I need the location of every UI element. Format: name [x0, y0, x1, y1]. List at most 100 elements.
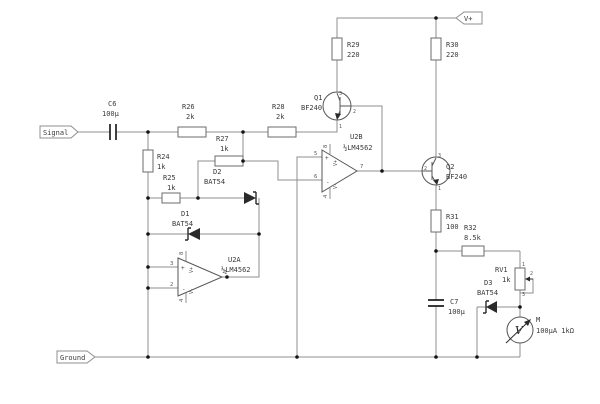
potentiometer-body — [514, 267, 526, 291]
ref-label: D2 — [213, 168, 221, 176]
ref-label: RV1 — [495, 266, 508, 274]
ref-label: U2B — [350, 133, 363, 141]
pin-label-vp: 8 — [323, 145, 329, 148]
value-label: 1k — [167, 184, 176, 192]
pin-label-vn: 4 — [179, 298, 185, 302]
pin-label-inn: 2 — [170, 282, 173, 288]
value-label: 1k — [220, 145, 229, 153]
value-label: ½LM4562 — [343, 144, 373, 152]
vplus-label: V+ — [464, 15, 472, 23]
ref-label: R25 — [163, 174, 176, 182]
signal-label: Signal — [43, 129, 68, 137]
opamp-symbol — [321, 149, 358, 193]
vplus-port: V+ — [455, 11, 483, 25]
resistor-r28: R28 2k — [267, 103, 297, 138]
resistor-body — [267, 126, 297, 138]
ref-label: R29 — [347, 41, 360, 49]
emitter-arrow — [433, 179, 439, 185]
ref-label: C6 — [108, 100, 116, 108]
minus-mark: - — [182, 286, 186, 293]
wiper-arrowhead — [525, 276, 530, 282]
value-label: 100 — [446, 223, 459, 231]
pin-label-3: 3 — [522, 292, 525, 298]
pin-label-vn: 4 — [323, 194, 329, 198]
transistor-q1: Q1 BF240 3 2 1 — [301, 91, 356, 130]
value-label: 100µ — [448, 308, 466, 316]
value-label: BF240 — [446, 173, 467, 181]
value-label: 100µA 1kΩ — [536, 327, 574, 335]
resistor-r26: R26 2k — [177, 103, 207, 138]
value-label: BF240 — [301, 104, 322, 112]
ref-label: D3 — [484, 279, 492, 287]
meter-needle — [505, 321, 529, 344]
vminus-mark: V- — [333, 183, 339, 189]
vplus-mark: V+ — [189, 267, 195, 273]
value-label: 1k — [502, 276, 511, 284]
resistor-body — [214, 155, 244, 167]
ref-label: R32 — [464, 224, 477, 232]
pin-label-e: 1 — [438, 186, 441, 192]
resistor-r25: R25 1k — [161, 174, 181, 204]
resistor-r29: R29 220 — [331, 37, 360, 61]
value-label: 220 — [446, 51, 459, 59]
pin-label-c: 3 — [438, 153, 441, 159]
pin-label-inp: 5 — [314, 151, 317, 157]
emitter-arrow — [335, 113, 341, 120]
pin-label-out: 1 — [224, 270, 227, 276]
meter-m: V M 100µA 1kΩ — [505, 316, 574, 344]
pin-label-2: 2 — [530, 271, 533, 277]
resistor-r24: R24 1k — [142, 149, 170, 173]
resistor-body — [331, 37, 343, 61]
junction-dots — [146, 16, 522, 359]
capacitor-symbol — [428, 299, 444, 307]
potentiometer-rv1: RV1 1k 1 2 3 — [495, 262, 533, 298]
capacitor-c6: C6 100µ — [102, 100, 120, 140]
ref-label: D1 — [181, 210, 189, 218]
resistor-body — [142, 149, 154, 173]
ground-label: Ground — [60, 354, 85, 362]
ref-label: U2A — [228, 256, 241, 264]
value-label: BAT54 — [204, 178, 225, 186]
ref-label: Q2 — [446, 163, 454, 171]
vminus-mark: V- — [189, 288, 195, 294]
resistor-body — [430, 37, 442, 61]
signal-port: Signal — [39, 125, 79, 139]
ref-label: R27 — [216, 135, 229, 143]
opamp-u2b: + - V+ V- U2B ½LM4562 5 6 7 8 4 — [314, 133, 373, 199]
capacitor-symbol — [109, 124, 117, 140]
ref-label: Q1 — [314, 94, 322, 102]
pin-label-vp: 8 — [179, 252, 185, 255]
pin-label-inn: 6 — [314, 174, 317, 180]
diode-d2: D2 BAT54 — [204, 168, 259, 205]
value-label: 2k — [186, 113, 195, 121]
resistor-body — [430, 209, 442, 233]
resistor-body — [461, 245, 485, 257]
resistor-body — [177, 126, 207, 138]
value-label: 2k — [276, 113, 285, 121]
vplus-mark: V+ — [333, 160, 339, 166]
ref-label: M — [536, 316, 540, 324]
pin-label-e: 1 — [339, 124, 342, 130]
resistor-r32: R32 8.5k — [461, 224, 485, 257]
value-label: 8.5k — [464, 234, 482, 242]
plus-mark: + — [325, 155, 329, 162]
diode-symbol — [244, 192, 256, 204]
diode-d3: D3 BAT54 — [477, 279, 498, 314]
wires — [78, 17, 534, 358]
ground-port: Ground — [56, 350, 96, 364]
opamp-u2a: + - V+ V- U2A ½LM4562 3 2 1 8 4 — [170, 251, 251, 303]
pin-label-inp: 3 — [170, 261, 173, 267]
pin-label-b: 2 — [353, 109, 356, 115]
diode-symbol — [188, 228, 200, 240]
resistor-body — [161, 192, 181, 204]
capacitor-c7: C7 100µ — [428, 298, 466, 316]
ref-label: C7 — [450, 298, 458, 306]
diode-symbol — [486, 301, 497, 313]
plus-mark: + — [181, 265, 185, 272]
opamp-symbol — [177, 257, 224, 297]
meter-symbol — [506, 316, 534, 344]
ref-label: R31 — [446, 213, 459, 221]
pin-label-out: 7 — [360, 164, 363, 170]
